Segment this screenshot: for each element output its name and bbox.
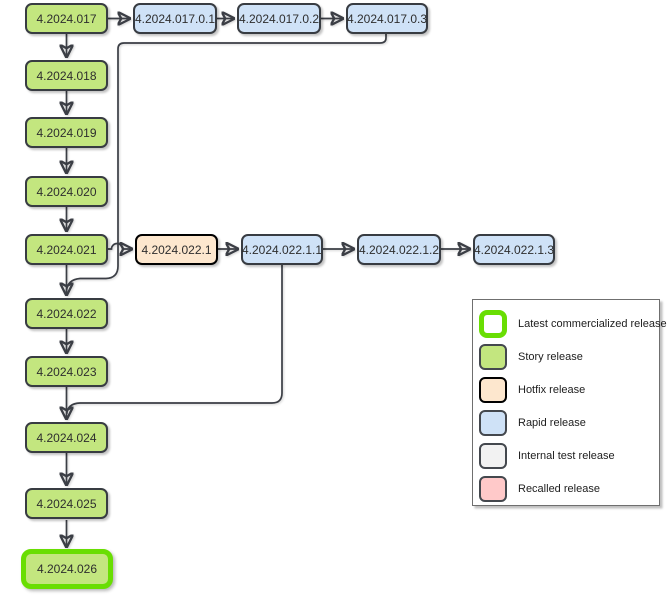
legend-label-hotfix: Hotfix release [518,383,586,396]
legend-label-rapid: Rapid release [518,416,586,429]
node-4-2024-025: 4.2024.025 [25,488,108,519]
edge-02211-loop-to-024 [65,265,283,415]
node-4-2024-022-1: 4.2024.022.1 [135,234,218,265]
legend-item-hotfix: Hotfix release [473,373,659,406]
node-4-2024-022: 4.2024.022 [25,298,108,329]
node-4-2024-017: 4.2024.017 [25,3,108,34]
legend-label-latest: Latest commercialized release [518,317,667,330]
node-4-2024-017-0-2: 4.2024.017.0.2 [237,3,321,34]
legend-item-rapid: Rapid release [473,406,659,439]
node-4-2024-024: 4.2024.024 [25,422,108,453]
node-4-2024-022-1-1: 4.2024.022.1.1 [241,234,323,265]
node-4-2024-026-latest: 4.2024.026 [21,549,113,589]
legend-item-recalled: Recalled release [473,472,659,505]
node-4-2024-017-0-3: 4.2024.017.0.3 [346,3,428,34]
legend-swatch-internal [479,442,507,469]
legend: Latest commercialized release Story rele… [472,299,667,506]
legend-item-story: Story release [473,340,659,373]
legend-swatch-hotfix [479,376,507,403]
edge-021-0221-with-hop [108,244,131,250]
edge-01703-loop-to-022 [65,34,387,292]
node-4-2024-020: 4.2024.020 [25,176,108,207]
legend-item-internal: Internal test release [473,439,659,472]
legend-label-story: Story release [518,350,583,363]
node-4-2024-021: 4.2024.021 [25,234,108,265]
legend-item-latest: Latest commercialized release [473,307,667,340]
legend-label-recalled: Recalled release [518,482,600,495]
node-4-2024-022-1-2: 4.2024.022.1.2 [357,234,441,265]
legend-swatch-story [479,343,507,370]
node-4-2024-019: 4.2024.019 [25,117,108,148]
legend-swatch-rapid [479,409,507,436]
legend-swatch-latest [479,309,507,338]
legend-label-internal: Internal test release [518,449,615,462]
node-4-2024-017-0-1: 4.2024.017.0.1 [133,3,217,34]
node-4-2024-018: 4.2024.018 [25,60,108,91]
legend-swatch-recalled [479,475,507,502]
node-4-2024-022-1-3: 4.2024.022.1.3 [473,234,555,265]
node-4-2024-023: 4.2024.023 [25,356,108,387]
